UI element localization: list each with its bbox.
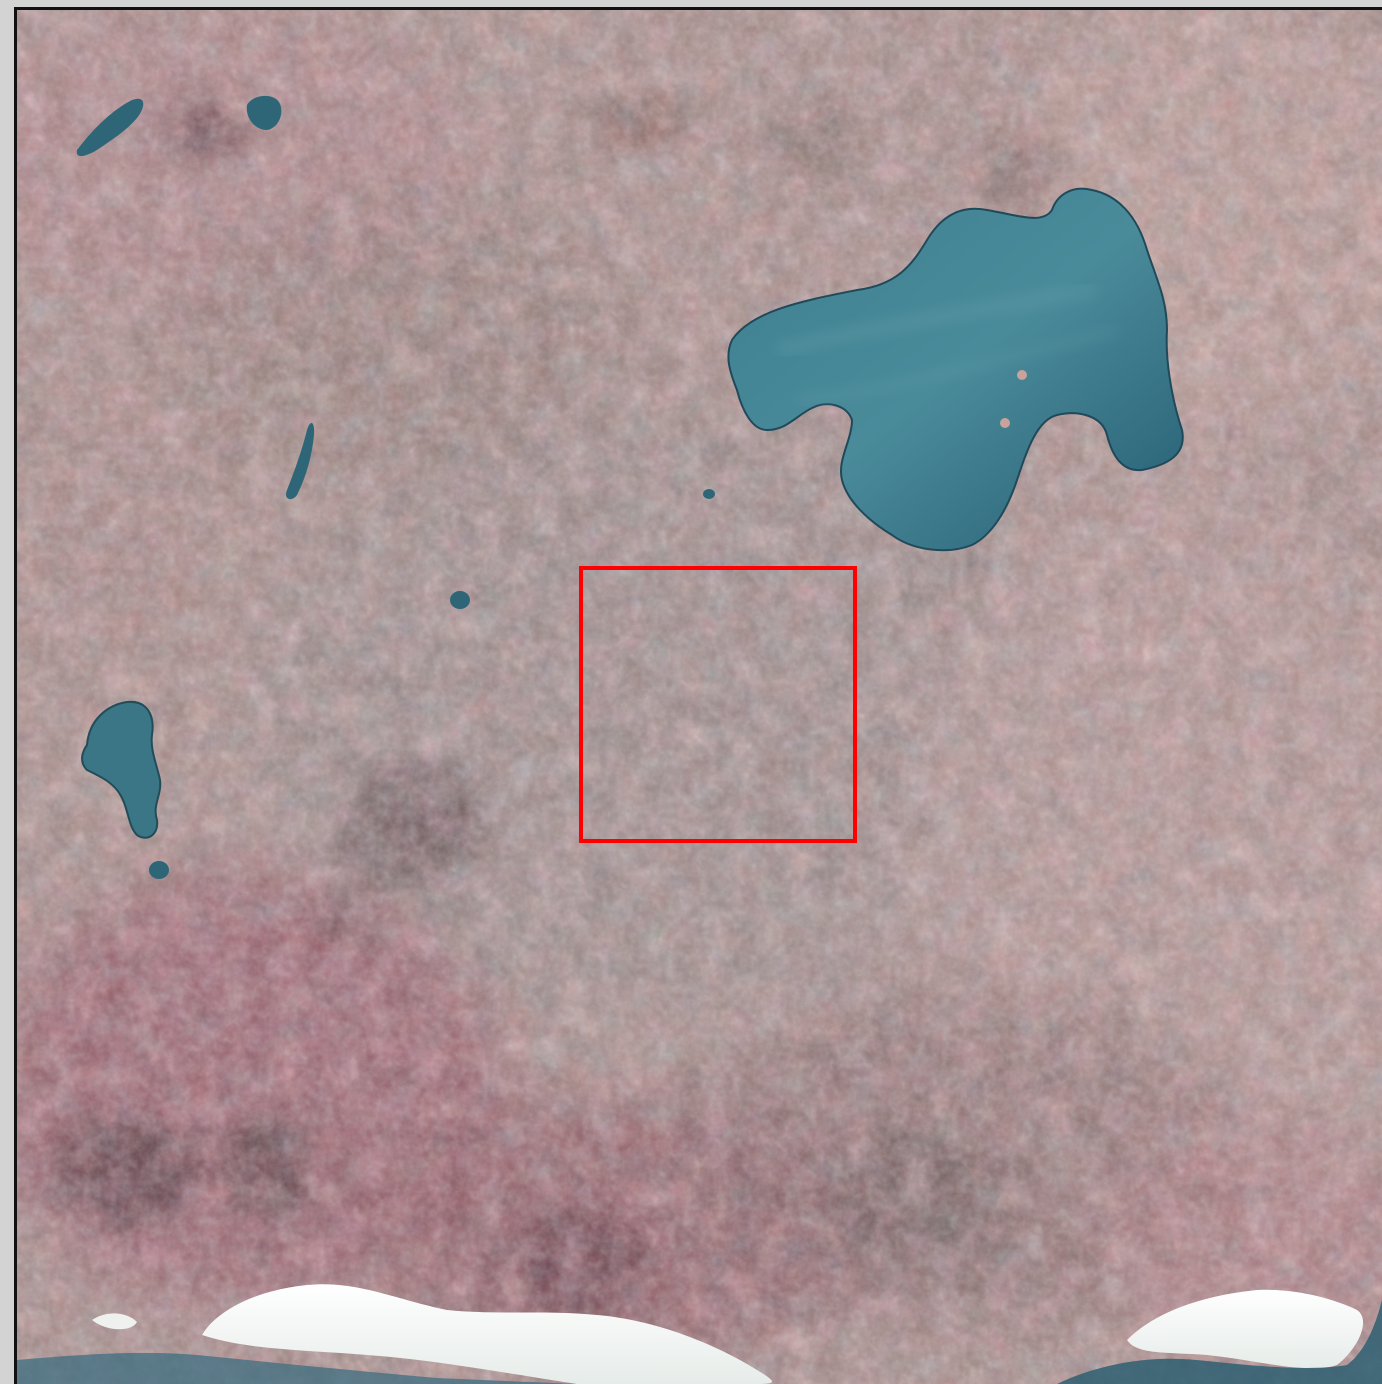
pond <box>149 861 169 879</box>
texture-fine <box>17 10 1382 1384</box>
snow-band <box>92 1284 1364 1384</box>
pond <box>703 489 715 499</box>
pond <box>76 98 144 157</box>
pond <box>286 423 315 500</box>
aerial-image <box>17 10 1382 1384</box>
coastal-water <box>17 1300 1382 1384</box>
large-lake <box>727 187 1184 552</box>
west-lake <box>81 700 162 839</box>
lake-islet <box>1017 370 1027 380</box>
selection-rectangle[interactable] <box>579 566 857 843</box>
image-frame <box>14 7 1382 1384</box>
lake-islet <box>1000 418 1010 428</box>
pond <box>246 95 282 130</box>
pond <box>450 591 470 609</box>
